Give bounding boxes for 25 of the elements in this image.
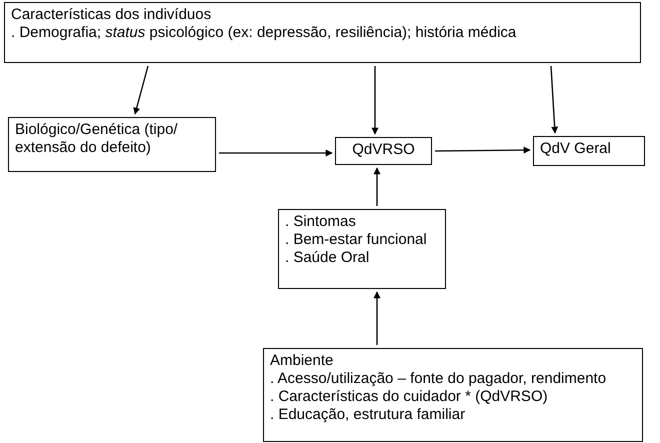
- arrow: [374, 167, 380, 206]
- process-box: [278, 209, 446, 289]
- node-text: QdV Geral: [540, 140, 612, 158]
- heading-text: Características dos indivíduos: [11, 6, 212, 24]
- arrow: [435, 146, 531, 154]
- info-box: [263, 348, 643, 442]
- arrow: [133, 66, 149, 115]
- process-box: [8, 117, 216, 172]
- info-box: [4, 2, 641, 63]
- arrow: [372, 66, 378, 135]
- arrow: [550, 66, 558, 134]
- node-text: . Características do cuidador * (QdVRSO): [270, 388, 549, 406]
- node-text: . Educação, estrutura familiar: [270, 406, 466, 424]
- node-text: . Saúde Oral: [285, 249, 370, 267]
- process-box: [335, 137, 432, 165]
- node-text: . Acesso/utilização – fonte do pagador, rendimento: [270, 370, 608, 388]
- node-text: . Demografia; status psicológico (ex: depressão, resiliência); história médica: [11, 24, 518, 42]
- node-text: QdVRSO: [351, 141, 416, 159]
- arrow: [374, 291, 380, 345]
- arrow: [219, 150, 333, 156]
- heading-text: Ambiente: [270, 352, 334, 370]
- node-text: . Sintomas: [285, 213, 357, 231]
- node-text: Biológico/Genética (tipo/ extensão do defeito): [15, 121, 179, 157]
- node-text: . Bem-estar funcional: [285, 231, 428, 249]
- process-box: [533, 136, 645, 166]
